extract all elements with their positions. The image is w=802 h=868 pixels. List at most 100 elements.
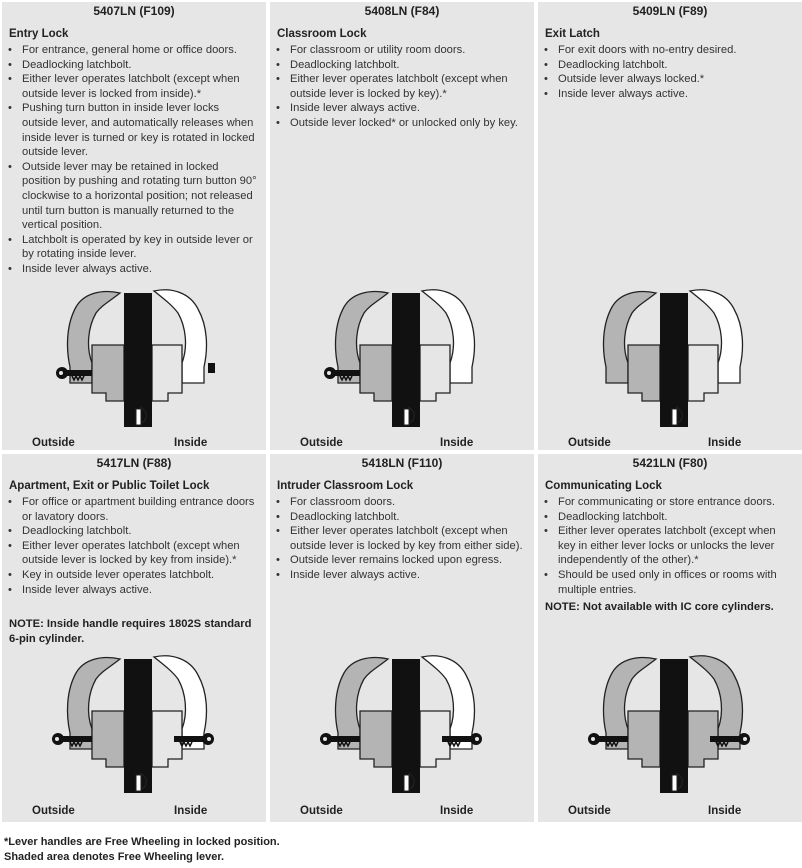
- inside-lever: [688, 289, 744, 384]
- list-item: For communicating or store entrance door…: [544, 495, 794, 510]
- cell-header: 5407LN (F109): [2, 2, 266, 21]
- list-item: For exit doors with no-entry desired.: [544, 43, 794, 58]
- lock-cell-5421: 5421LN (F80) Communicating Lock For comm…: [538, 454, 802, 822]
- cell-note: NOTE: Not available with IC core cylinde…: [545, 601, 774, 613]
- cell-body: Classroom Lock For classroom or utility …: [270, 23, 534, 450]
- list-item: Inside lever always active.: [276, 568, 526, 583]
- lock-diagram: [52, 655, 214, 793]
- list-item: Outside lever may be retained in locked …: [8, 160, 258, 233]
- inside-lever: [420, 655, 476, 750]
- footnote-shaded-area: Shaded area denotes Free Wheeling lever.: [4, 851, 225, 863]
- outside-label: Outside: [300, 805, 343, 817]
- list-item: Outside lever always locked.*: [544, 72, 794, 87]
- inside-key-icon: [442, 733, 482, 748]
- inside-label: Inside: [174, 437, 208, 449]
- list-item: Deadlocking latchbolt.: [544, 510, 794, 525]
- inside-lever: [420, 289, 476, 384]
- turn-button-icon: [208, 363, 215, 373]
- list-item: For classroom or utility room doors.: [276, 43, 526, 58]
- list-item: Outside lever remains locked upon egress…: [276, 553, 526, 568]
- feature-list: For classroom or utility room doors. Dea…: [270, 43, 526, 131]
- cell-body: Exit Latch For exit doors with no-entry …: [538, 23, 802, 450]
- list-item: Should be used only in offices or rooms …: [544, 568, 794, 597]
- cell-header: 5409LN (F89): [538, 2, 802, 21]
- list-item: Inside lever always active.: [8, 262, 258, 277]
- lock-diagram: [602, 289, 744, 427]
- cell-title: Entry Lock: [9, 28, 69, 40]
- cell-header: 5421LN (F80): [538, 454, 802, 473]
- inside-label: Inside: [708, 437, 742, 449]
- list-item: Deadlocking latchbolt.: [544, 58, 794, 73]
- list-item: Either lever operates latchbolt (except …: [276, 72, 526, 101]
- cell-title: Intruder Classroom Lock: [277, 480, 414, 492]
- outside-label: Outside: [568, 437, 611, 449]
- list-item: Outside lever locked* or unlocked only b…: [276, 116, 526, 131]
- list-item: Either lever operates latchbolt (except …: [276, 524, 526, 553]
- outside-label: Outside: [32, 805, 75, 817]
- outside-lever-shaded: [334, 656, 390, 750]
- inside-lever-shaded: [688, 655, 744, 750]
- lock-diagram: [588, 655, 750, 793]
- lock-cell-5407: 5407LN (F109) Entry Lock For entrance, g…: [2, 2, 266, 450]
- list-item: Deadlocking latchbolt.: [8, 58, 258, 73]
- inside-key-icon: [710, 733, 750, 748]
- list-item: For office or apartment building entranc…: [8, 495, 258, 524]
- cell-body: Apartment, Exit or Public Toilet Lock Fo…: [2, 475, 266, 822]
- inside-lever: [152, 289, 208, 384]
- lock-diagram: [324, 289, 476, 427]
- feature-list: For communicating or store entrance door…: [538, 495, 794, 597]
- outside-label: Outside: [32, 437, 75, 449]
- list-item: Either lever operates latchbolt (except …: [8, 72, 258, 101]
- list-item: Key in outside lever operates latchbolt.: [8, 568, 258, 583]
- feature-list: For exit doors with no-entry desired. De…: [538, 43, 794, 101]
- outside-label: Outside: [568, 805, 611, 817]
- outside-lever-shaded: [66, 656, 122, 750]
- feature-list: For entrance, general home or office doo…: [2, 43, 258, 277]
- cell-header: 5408LN (F84): [270, 2, 534, 21]
- key-icon: [324, 367, 360, 382]
- outside-lever-shaded: [334, 290, 390, 384]
- cell-body: Intruder Classroom Lock For classroom do…: [270, 475, 534, 822]
- outside-lever-shaded: [602, 290, 658, 384]
- cell-title: Exit Latch: [545, 28, 600, 40]
- inside-label: Inside: [174, 805, 208, 817]
- cell-header: 5418LN (F110): [270, 454, 534, 473]
- key-icon: [588, 733, 628, 748]
- cell-body: Communicating Lock For communicating or …: [538, 475, 802, 822]
- list-item: Deadlocking latchbolt.: [276, 58, 526, 73]
- lock-cell-5409: 5409LN (F89) Exit Latch For exit doors w…: [538, 2, 802, 450]
- lock-diagram: [320, 655, 482, 793]
- list-item: Inside lever always active.: [8, 583, 258, 598]
- list-item: Pushing turn button in inside lever lock…: [8, 101, 258, 159]
- inside-label: Inside: [440, 437, 474, 449]
- inside-label: Inside: [708, 805, 742, 817]
- cell-header: 5417LN (F88): [2, 454, 266, 473]
- feature-list: For classroom doors. Deadlocking latchbo…: [270, 495, 526, 583]
- feature-list: For office or apartment building entranc…: [2, 495, 258, 597]
- key-icon: [320, 733, 360, 748]
- list-item: Inside lever always active.: [276, 101, 526, 116]
- list-item: Latchbolt is operated by key in outside …: [8, 233, 258, 262]
- lock-cell-5408: 5408LN (F84) Classroom Lock For classroo…: [270, 2, 534, 450]
- cell-title: Communicating Lock: [545, 480, 662, 492]
- outside-lever-shaded: [66, 290, 122, 384]
- list-item: Deadlocking latchbolt.: [8, 524, 258, 539]
- lock-cell-5417: 5417LN (F88) Apartment, Exit or Public T…: [2, 454, 266, 822]
- list-item: For classroom doors.: [276, 495, 526, 510]
- inside-lever: [152, 655, 208, 750]
- cell-note: NOTE: Inside handle requires 1802S stand…: [9, 618, 252, 645]
- cell-title: Classroom Lock: [277, 28, 367, 40]
- list-item: Either lever operates latchbolt (except …: [8, 539, 258, 568]
- key-icon: [56, 367, 92, 382]
- footnote-free-wheeling: *Lever handles are Free Wheeling in lock…: [4, 836, 280, 848]
- inside-label: Inside: [440, 805, 474, 817]
- outside-lever-shaded: [602, 656, 658, 750]
- list-item: For entrance, general home or office doo…: [8, 43, 258, 58]
- cell-title: Apartment, Exit or Public Toilet Lock: [9, 480, 210, 492]
- lock-cell-5418: 5418LN (F110) Intruder Classroom Lock Fo…: [270, 454, 534, 822]
- list-item: Either lever operates latchbolt (except …: [544, 524, 794, 568]
- inside-key-icon: [174, 733, 214, 748]
- outside-label: Outside: [300, 437, 343, 449]
- list-item: Inside lever always active.: [544, 87, 794, 102]
- key-icon: [52, 733, 92, 748]
